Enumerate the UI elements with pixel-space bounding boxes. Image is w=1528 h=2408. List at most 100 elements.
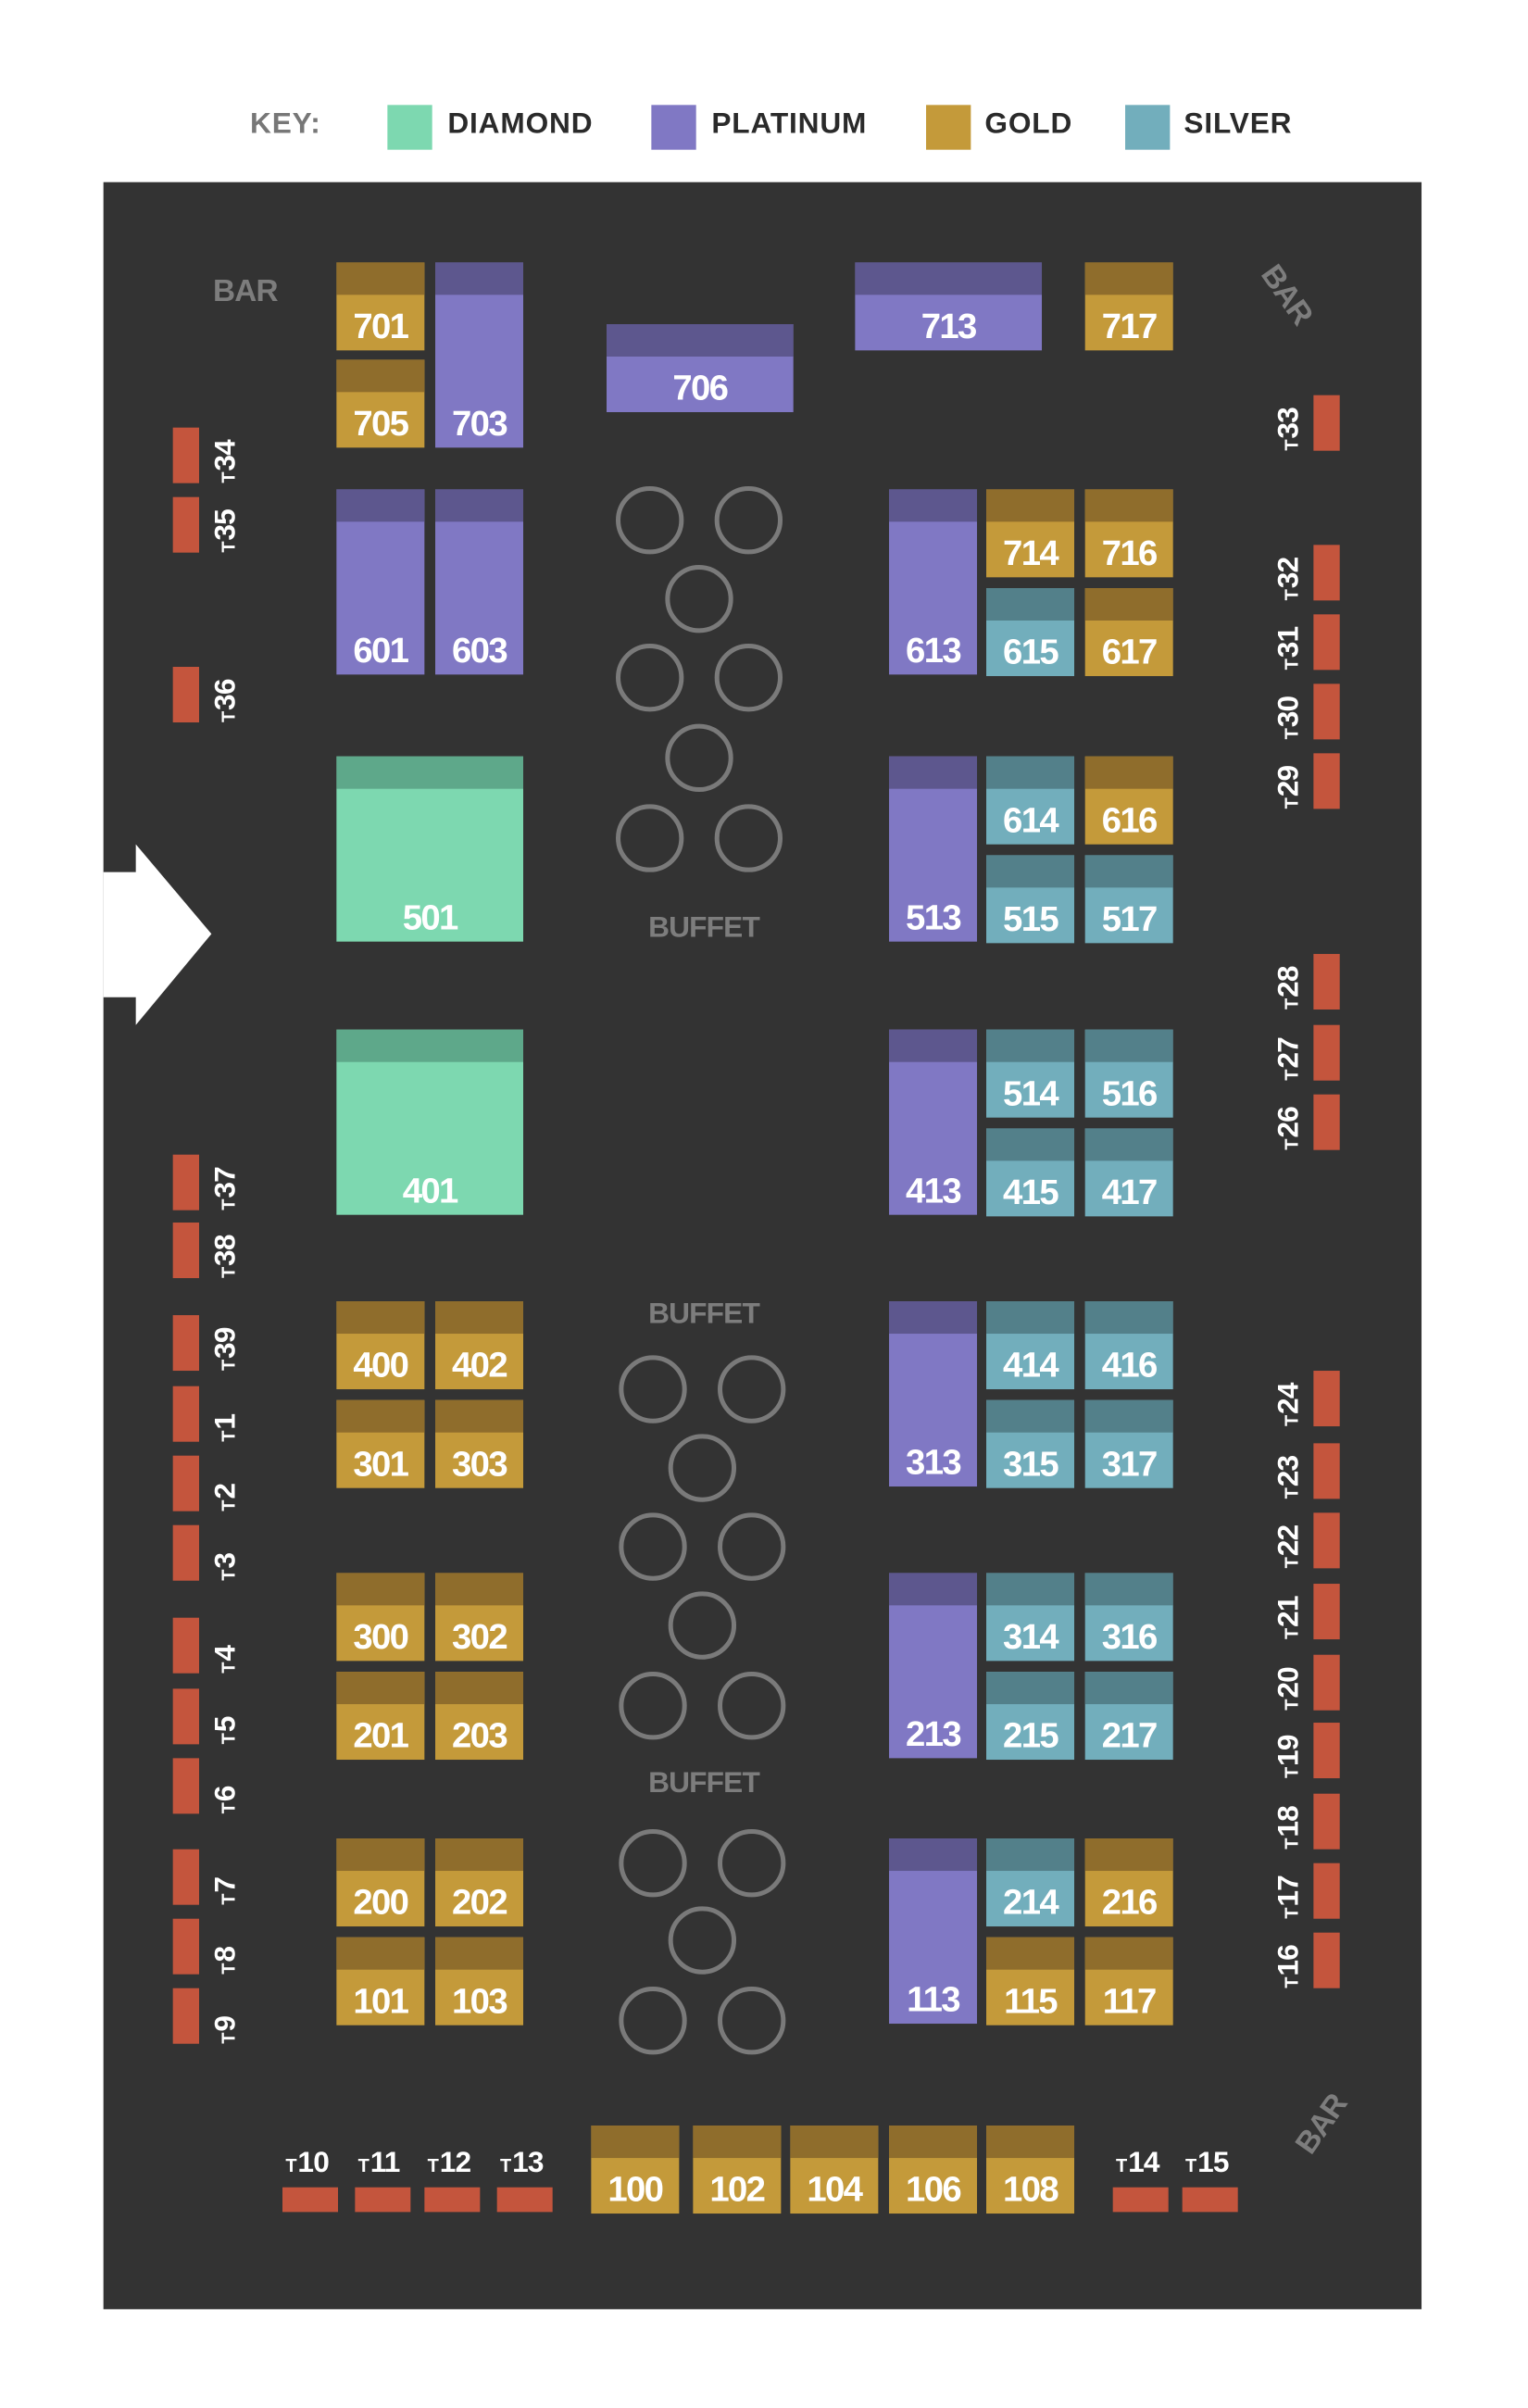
booth-716[interactable]: 716 <box>1084 489 1173 578</box>
small-table-t35[interactable] <box>172 496 200 553</box>
booth-714[interactable]: 714 <box>986 489 1075 578</box>
small-table-t19[interactable] <box>1313 1723 1340 1779</box>
booth-215[interactable]: 215 <box>986 1672 1075 1761</box>
booth-113[interactable]: 113 <box>889 1838 978 2025</box>
small-table-t30[interactable] <box>1313 684 1340 740</box>
small-table-t24[interactable] <box>1313 1371 1340 1427</box>
small-table-t15[interactable] <box>1182 2187 1238 2213</box>
small-table-t38[interactable] <box>172 1223 200 1279</box>
small-table-t23[interactable] <box>1313 1443 1340 1499</box>
booth-313[interactable]: 313 <box>889 1301 978 1487</box>
booth-102[interactable]: 102 <box>693 2126 782 2214</box>
booth-302[interactable]: 302 <box>435 1573 524 1662</box>
small-table-t34[interactable] <box>172 427 200 483</box>
booth-413[interactable]: 413 <box>889 1029 978 1215</box>
small-table-t14[interactable] <box>1112 2187 1169 2213</box>
booth-516[interactable]: 516 <box>1084 1029 1173 1118</box>
booth-614[interactable]: 614 <box>986 756 1075 845</box>
booth-108[interactable]: 108 <box>986 2126 1075 2214</box>
booth-603[interactable]: 603 <box>435 489 524 675</box>
booth-216[interactable]: 216 <box>1084 1838 1173 1927</box>
booth-117[interactable]: 117 <box>1084 1937 1173 2025</box>
booth-316[interactable]: 316 <box>1084 1573 1173 1662</box>
booth-616[interactable]: 616 <box>1084 756 1173 845</box>
booth-615[interactable]: 615 <box>986 588 1075 677</box>
booth-613[interactable]: 613 <box>889 489 978 675</box>
booth-717[interactable]: 717 <box>1084 262 1173 351</box>
small-table-t7[interactable] <box>172 1849 200 1905</box>
small-table-t18[interactable] <box>1313 1793 1340 1850</box>
booth-703[interactable]: 703 <box>435 262 524 448</box>
booth-402[interactable]: 402 <box>435 1301 524 1390</box>
booth-303[interactable]: 303 <box>435 1399 524 1488</box>
small-table-t9[interactable] <box>172 1988 200 2044</box>
booth-115[interactable]: 115 <box>986 1937 1075 2025</box>
booth-214[interactable]: 214 <box>986 1838 1075 1927</box>
small-table-t6[interactable] <box>172 1758 200 1814</box>
small-table-t20[interactable] <box>1313 1654 1340 1711</box>
booth-401[interactable]: 401 <box>336 1029 524 1215</box>
table-prefix: T <box>1281 440 1303 451</box>
booth-400[interactable]: 400 <box>336 1301 425 1390</box>
booth-314[interactable]: 314 <box>986 1573 1075 1662</box>
booth-416[interactable]: 416 <box>1084 1301 1173 1390</box>
booth-515[interactable]: 515 <box>986 855 1075 944</box>
booth-202[interactable]: 202 <box>435 1838 524 1927</box>
booth-301[interactable]: 301 <box>336 1399 425 1488</box>
small-table-t31[interactable] <box>1313 614 1340 671</box>
booth-415[interactable]: 415 <box>986 1128 1075 1217</box>
booth-414[interactable]: 414 <box>986 1301 1075 1390</box>
booth-317[interactable]: 317 <box>1084 1399 1173 1488</box>
booth-514[interactable]: 514 <box>986 1029 1075 1118</box>
booth-103[interactable]: 103 <box>435 1937 524 2025</box>
small-table-t26[interactable] <box>1313 1094 1340 1150</box>
booth-617[interactable]: 617 <box>1084 588 1173 677</box>
small-table-t13[interactable] <box>496 2187 553 2213</box>
booth-203[interactable]: 203 <box>435 1672 524 1761</box>
small-table-t2[interactable] <box>172 1455 200 1511</box>
small-table-t22[interactable] <box>1313 1512 1340 1569</box>
small-table-t10[interactable] <box>282 2187 339 2213</box>
small-table-label: T11 <box>358 2147 401 2181</box>
small-table-t12[interactable] <box>424 2187 481 2213</box>
booth-104[interactable]: 104 <box>790 2126 879 2214</box>
small-table-t8[interactable] <box>172 1918 200 1975</box>
small-table-t37[interactable] <box>172 1154 200 1210</box>
small-table-t17[interactable] <box>1313 1862 1340 1919</box>
booth-300[interactable]: 300 <box>336 1573 425 1662</box>
small-table-t29[interactable] <box>1313 753 1340 809</box>
small-table-t21[interactable] <box>1313 1584 1340 1640</box>
booth-513[interactable]: 513 <box>889 756 978 942</box>
booth-201[interactable]: 201 <box>336 1672 425 1761</box>
small-table-t3[interactable] <box>172 1524 200 1581</box>
booth-601[interactable]: 601 <box>336 489 425 675</box>
small-table-t4[interactable] <box>172 1617 200 1674</box>
small-table-t11[interactable] <box>355 2187 411 2213</box>
small-table-t33[interactable] <box>1313 395 1340 451</box>
booth-number: 501 <box>402 897 459 937</box>
booth-101[interactable]: 101 <box>336 1937 425 2025</box>
booth-213[interactable]: 213 <box>889 1573 978 1759</box>
booth-705[interactable]: 705 <box>336 359 425 448</box>
booth-701[interactable]: 701 <box>336 262 425 351</box>
small-table-t36[interactable] <box>172 667 200 723</box>
small-table-t28[interactable] <box>1313 954 1340 1010</box>
small-table-t5[interactable] <box>172 1688 200 1745</box>
booth-100[interactable]: 100 <box>591 2126 680 2214</box>
booth-217[interactable]: 217 <box>1084 1672 1173 1761</box>
small-table-t39[interactable] <box>172 1315 200 1372</box>
booth-106[interactable]: 106 <box>889 2126 978 2214</box>
small-table-t16[interactable] <box>1313 1932 1340 1988</box>
booth-501[interactable]: 501 <box>336 756 524 942</box>
small-table-t27[interactable] <box>1313 1024 1340 1081</box>
small-table-t1[interactable] <box>172 1386 200 1442</box>
small-table-t32[interactable] <box>1313 545 1340 601</box>
booth-200[interactable]: 200 <box>336 1838 425 1927</box>
booth-713[interactable]: 713 <box>855 262 1043 351</box>
booth-number: 302 <box>452 1616 508 1657</box>
booth-417[interactable]: 417 <box>1084 1128 1173 1217</box>
table-number: 36 <box>209 679 243 710</box>
booth-315[interactable]: 315 <box>986 1399 1075 1488</box>
booth-517[interactable]: 517 <box>1084 855 1173 944</box>
booth-706[interactable]: 706 <box>607 324 794 413</box>
